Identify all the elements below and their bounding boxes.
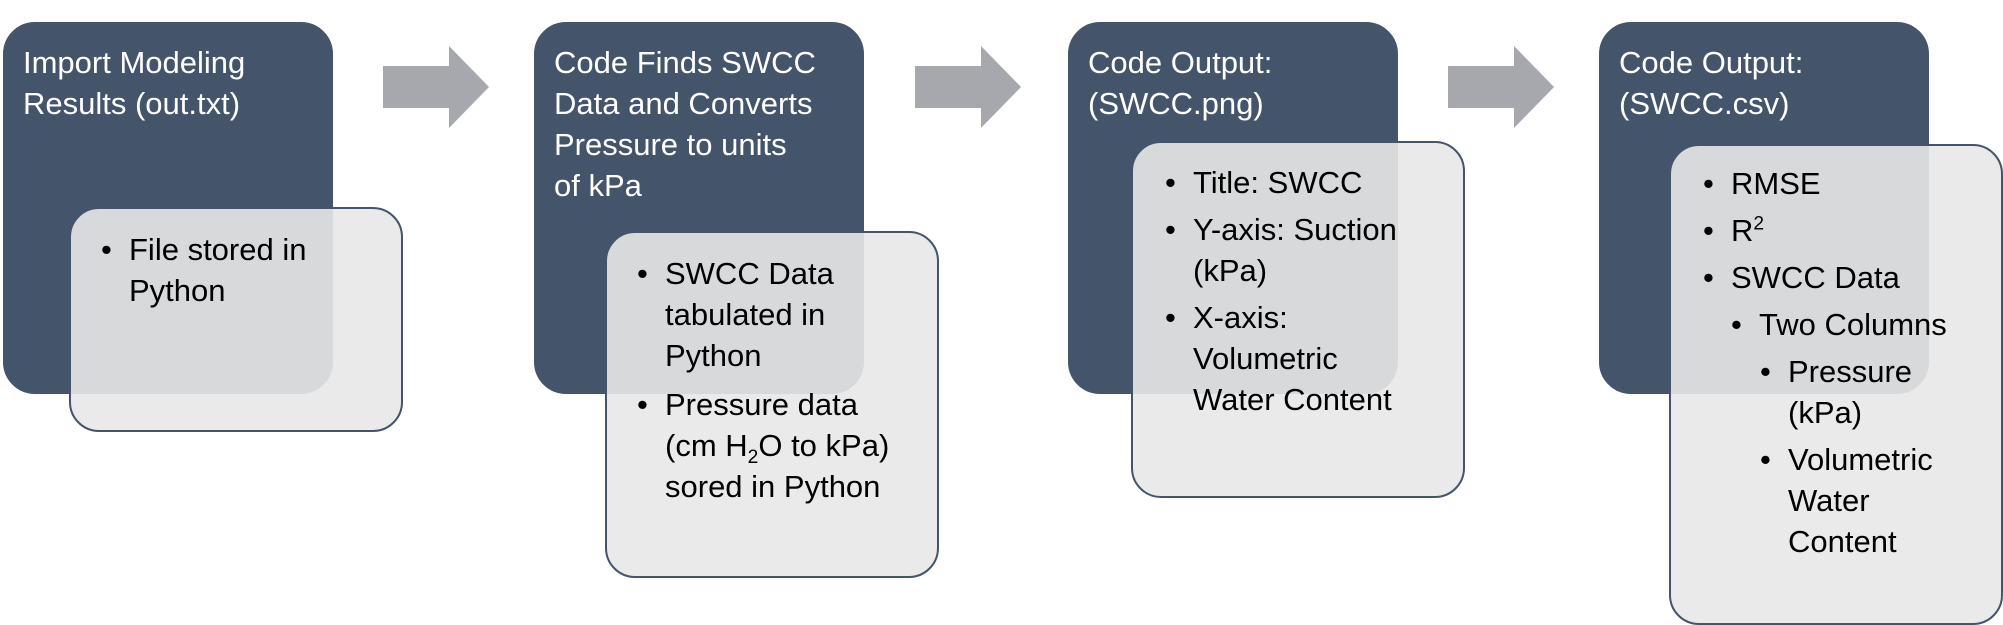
right-arrow-shape [915, 46, 1021, 128]
step-1-bullet-list: File stored in Python [101, 229, 401, 311]
step-2-title-line: of kPa [554, 168, 642, 203]
bullet-item: X-axis: Volumetric Water Content [1165, 297, 1463, 420]
right-arrow-icon [915, 46, 1021, 128]
step-1-detail-box: File stored in Python [69, 207, 403, 432]
step-4-bullet-list: RMSE R2 SWCC Data Two Columns Pressure (… [1703, 163, 2001, 562]
bullet-item: SWCC Data tabulated in Python [637, 253, 937, 376]
bullet-item: Pressure (kPa) [1760, 351, 2001, 433]
step-2-detail-box: SWCC Data tabulated in Python Pressure d… [605, 231, 939, 578]
right-arrow-shape [1448, 46, 1554, 128]
step-3-bullet-list: Title: SWCC Y-axis: Suction (kPa) X-axis… [1165, 162, 1463, 420]
step-1-title-line: Import Modeling [23, 45, 246, 80]
r-squared-label: R2 [1731, 213, 1765, 248]
step-3-detail-box: Title: SWCC Y-axis: Suction (kPa) X-axis… [1131, 141, 1465, 498]
step-4-detail-box: RMSE R2 SWCC Data Two Columns Pressure (… [1669, 144, 2003, 625]
bullet-item: Volumetric Water Content [1760, 439, 2001, 562]
step-2-title-line: Code Finds SWCC [554, 45, 816, 80]
step-2-title-line: Pressure to units [554, 127, 787, 162]
right-arrow-icon [1448, 46, 1554, 128]
step-1-title-line: Results (out.txt) [23, 86, 241, 121]
step-3-title-line: Code Output: [1088, 45, 1273, 80]
step-4-title-line: Code Output: [1619, 45, 1804, 80]
h2o-line: (cm H2O to kPa) [665, 428, 890, 469]
step-3-title-line: (SWCC.png) [1088, 86, 1264, 121]
bullet-item: Two Columns [1731, 304, 2001, 345]
step-2-title-line: Data and Converts [554, 86, 813, 121]
bullet-item: Y-axis: Suction (kPa) [1165, 209, 1463, 291]
bullet-item: Title: SWCC [1165, 162, 1463, 203]
step-2-bullet-list: SWCC Data tabulated in Python Pressure d… [637, 253, 937, 507]
bullet-item: Pressure data (cm H2O to kPa) sored in P… [637, 384, 937, 507]
right-arrow-shape [383, 46, 489, 128]
right-arrow-icon [383, 46, 489, 128]
bullet-item: SWCC Data [1703, 257, 2001, 298]
step-4-title-line: (SWCC.csv) [1619, 86, 1790, 121]
bullet-item: File stored in Python [101, 229, 401, 311]
bullet-item: R2 [1703, 210, 2001, 251]
bullet-item: RMSE [1703, 163, 2001, 204]
